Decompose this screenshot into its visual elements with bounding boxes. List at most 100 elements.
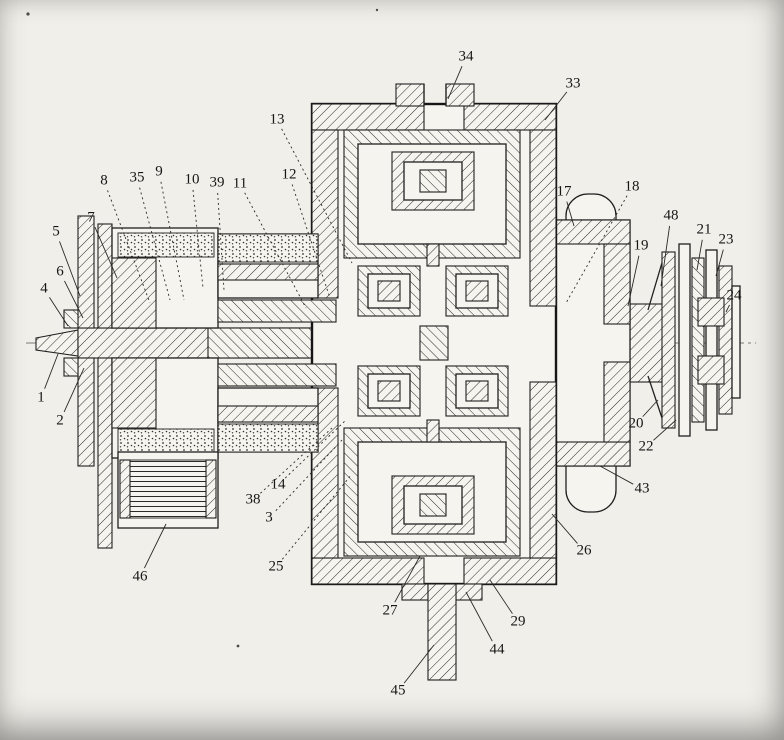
part-number-9: 9 bbox=[155, 163, 163, 179]
part-number-23: 23 bbox=[719, 231, 734, 247]
leader-line-14 bbox=[284, 419, 347, 479]
part-label-7: 7 bbox=[87, 209, 118, 279]
lower-stem bbox=[426, 419, 440, 443]
part-label-35: 35 bbox=[130, 169, 171, 301]
sleeve-above-shaft bbox=[217, 299, 337, 323]
part-number-46: 46 bbox=[133, 568, 149, 584]
leader-line-1 bbox=[44, 353, 59, 389]
part-label-12: 12 bbox=[282, 166, 331, 299]
part-number-21: 21 bbox=[697, 221, 712, 237]
leader-line-43 bbox=[599, 465, 634, 485]
scan-noise bbox=[236, 644, 240, 648]
part-number-10: 10 bbox=[185, 171, 200, 187]
part-number-4: 4 bbox=[40, 280, 48, 296]
part-label-19: 19 bbox=[627, 237, 649, 307]
part-number-24: 24 bbox=[727, 287, 743, 303]
part-number-33: 33 bbox=[566, 75, 581, 91]
part-number-25: 25 bbox=[269, 558, 284, 574]
leader-line-3 bbox=[275, 439, 343, 512]
part-label-21: 21 bbox=[697, 221, 712, 271]
part-label-3: 3 bbox=[265, 439, 343, 525]
part-label-27: 27 bbox=[383, 555, 421, 618]
part-number-26: 26 bbox=[577, 542, 593, 558]
shaft-collar-lower bbox=[63, 357, 79, 377]
part-number-18: 18 bbox=[625, 178, 640, 194]
left-housing bbox=[111, 227, 219, 459]
part-number-27: 27 bbox=[383, 602, 399, 618]
leader-line-27 bbox=[394, 555, 421, 603]
idler-gears-upper bbox=[357, 265, 509, 317]
part-label-8: 8 bbox=[100, 172, 151, 304]
part-label-34: 34 bbox=[447, 48, 474, 100]
part-number-2: 2 bbox=[56, 412, 64, 428]
lower-gear-cartridge bbox=[343, 419, 521, 557]
part-number-7: 7 bbox=[87, 209, 95, 225]
leader-line-45 bbox=[403, 644, 435, 684]
part-number-1: 1 bbox=[37, 389, 45, 405]
leader-line-2 bbox=[63, 367, 85, 413]
gear-stack bbox=[117, 451, 219, 529]
part-number-35: 35 bbox=[130, 169, 145, 185]
scan-noise bbox=[375, 8, 379, 12]
part-label-39: 39 bbox=[210, 174, 225, 291]
part-number-48: 48 bbox=[664, 207, 679, 223]
packing-sleeves bbox=[217, 233, 337, 453]
leader-line-34 bbox=[447, 66, 463, 100]
part-number-43: 43 bbox=[635, 480, 650, 496]
part-label-23: 23 bbox=[715, 231, 734, 277]
output-shaft-bottom bbox=[401, 583, 483, 681]
packing-lower bbox=[117, 428, 215, 454]
part-number-14: 14 bbox=[271, 476, 287, 492]
leader-line-23 bbox=[715, 249, 724, 277]
sleeve-below-shaft bbox=[217, 363, 337, 387]
shaft-collar-upper bbox=[63, 309, 79, 329]
part-label-20: 20 bbox=[629, 399, 659, 431]
leader-line-25 bbox=[281, 473, 353, 560]
leader-line-13 bbox=[281, 128, 353, 264]
leader-line-26 bbox=[551, 513, 578, 544]
left-end-plates bbox=[63, 215, 113, 549]
part-label-25: 25 bbox=[269, 473, 353, 574]
leader-line-19 bbox=[627, 255, 640, 307]
part-number-29: 29 bbox=[511, 613, 526, 629]
leader-line-11 bbox=[244, 192, 307, 309]
part-label-24: 24 bbox=[725, 287, 743, 313]
part-number-13: 13 bbox=[270, 111, 285, 127]
leader-line-17 bbox=[566, 201, 575, 227]
part-label-2: 2 bbox=[56, 367, 85, 428]
part-label-13: 13 bbox=[270, 111, 353, 264]
part-label-44: 44 bbox=[465, 591, 506, 657]
scan-noise bbox=[26, 12, 30, 16]
part-label-43: 43 bbox=[599, 465, 650, 496]
shaft-right-step bbox=[629, 303, 665, 383]
part-label-11: 11 bbox=[233, 175, 307, 309]
part-label-48: 48 bbox=[660, 207, 679, 287]
leader-line-24 bbox=[725, 304, 730, 313]
part-label-22: 22 bbox=[639, 419, 677, 454]
leader-line-6 bbox=[64, 280, 84, 319]
leader-line-33 bbox=[544, 91, 568, 121]
leader-line-4 bbox=[49, 297, 69, 327]
leader-line-8 bbox=[107, 190, 151, 304]
end-plate bbox=[731, 285, 741, 399]
top-boss bbox=[395, 83, 475, 107]
leader-line-20 bbox=[642, 399, 659, 417]
right-housing bbox=[555, 219, 631, 467]
leader-line-44 bbox=[465, 591, 493, 642]
disc-stack bbox=[129, 459, 207, 519]
part-number-44: 44 bbox=[490, 641, 506, 657]
part-number-11: 11 bbox=[233, 175, 247, 191]
leader-line-10 bbox=[192, 189, 204, 289]
part-number-17: 17 bbox=[557, 183, 573, 199]
part-label-46: 46 bbox=[133, 523, 167, 584]
leader-line-5 bbox=[59, 241, 81, 297]
part-number-39: 39 bbox=[210, 174, 225, 190]
part-label-1: 1 bbox=[37, 353, 59, 405]
leader-line-38 bbox=[260, 427, 333, 494]
part-label-4: 4 bbox=[40, 280, 69, 327]
part-label-29: 29 bbox=[489, 579, 526, 629]
part-number-6: 6 bbox=[56, 263, 64, 279]
upper-stem bbox=[426, 243, 440, 267]
